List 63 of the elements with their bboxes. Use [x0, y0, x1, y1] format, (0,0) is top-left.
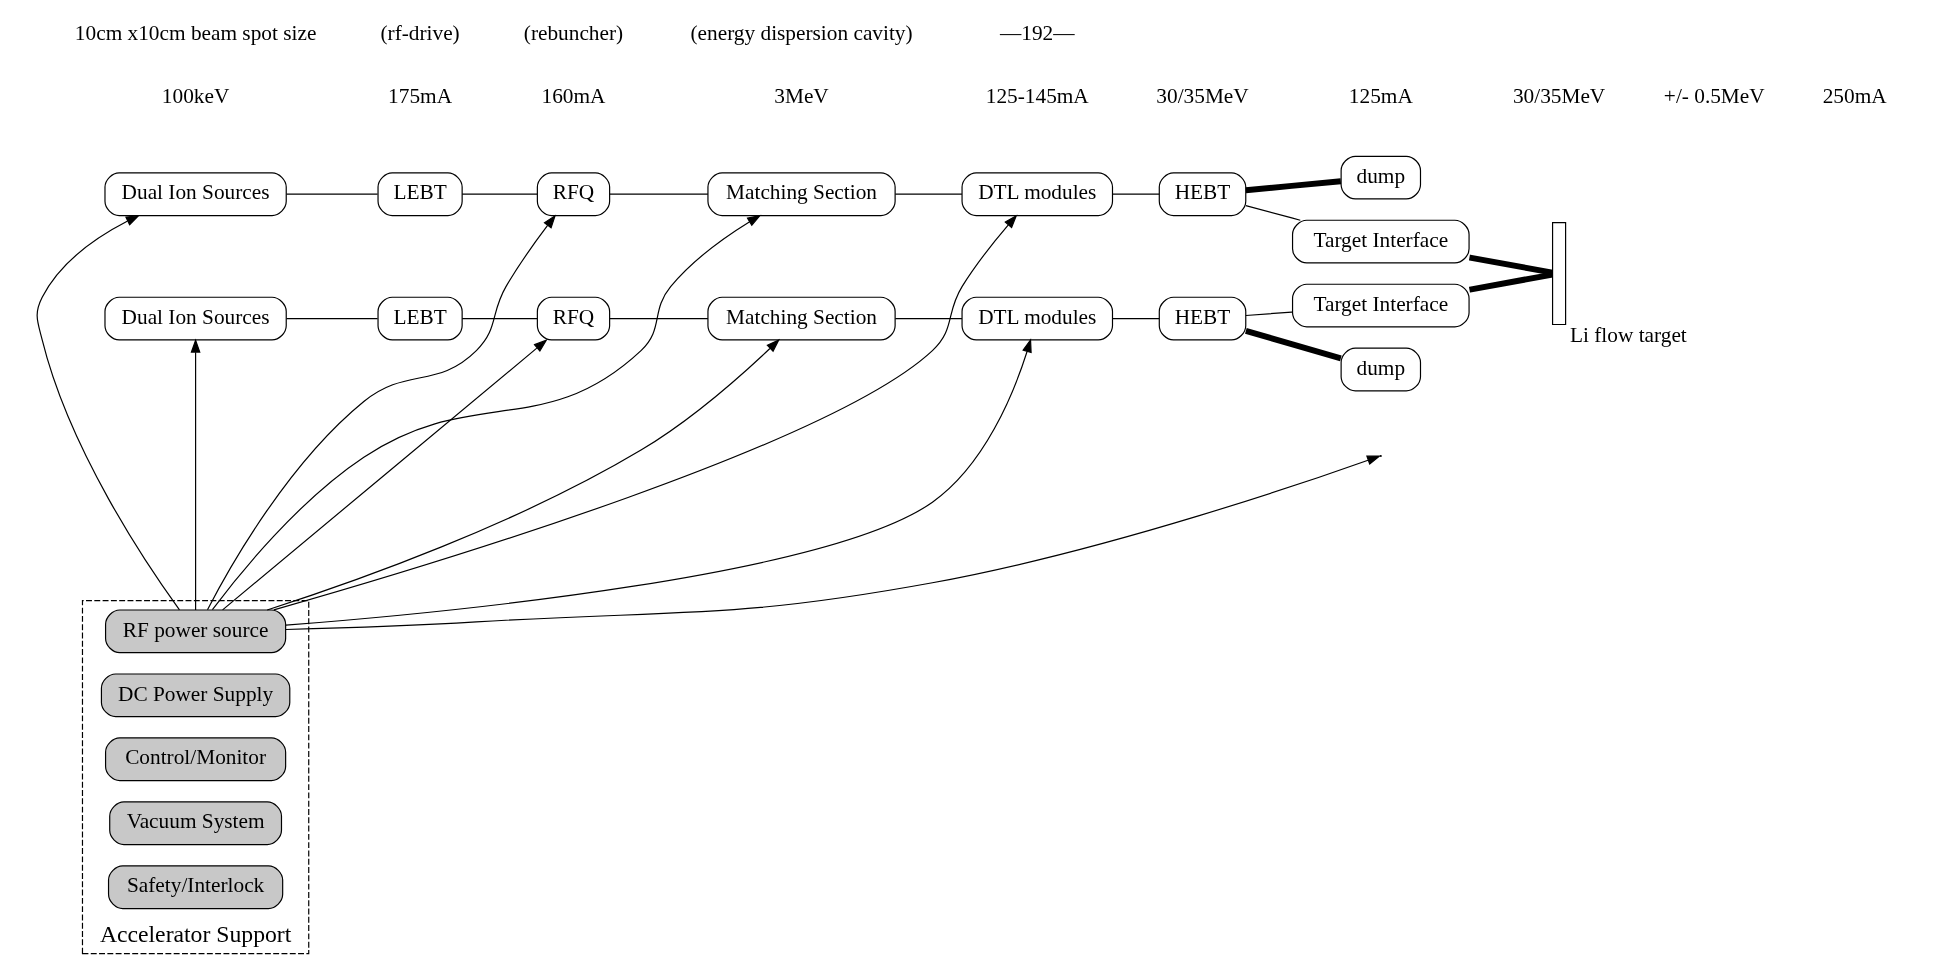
connector — [1245, 205, 1301, 221]
arrow — [266, 338, 781, 611]
connector — [1245, 311, 1293, 317]
label: 125-145mA — [985, 84, 1089, 109]
node-box: Control/Monitor — [105, 737, 287, 782]
connector — [1468, 254, 1553, 276]
label: 10cm x10cm beam spot size — [74, 20, 317, 45]
label: 160mA — [541, 84, 606, 109]
arrow — [36, 214, 181, 611]
connector — [609, 193, 709, 195]
node-box: RF power source — [105, 609, 287, 654]
node-box: DTL modules — [961, 296, 1114, 341]
connector — [609, 318, 709, 320]
node-box: dump — [1340, 155, 1422, 200]
connector — [461, 318, 538, 320]
node-box: Safety/Interlock — [107, 865, 284, 910]
label: (rebuncher) — [523, 20, 624, 45]
label: 175mA — [388, 84, 453, 109]
label: 30/35MeV — [1512, 84, 1606, 109]
label: 100keV — [161, 84, 230, 109]
arrow — [285, 338, 1032, 626]
arrow — [206, 214, 557, 611]
node-box: dump — [1340, 347, 1422, 392]
arrow — [190, 338, 201, 611]
node-box: HEBT — [1158, 172, 1247, 217]
node-box: Vacuum System — [109, 801, 283, 846]
node-box: DTL modules — [961, 172, 1114, 217]
connector — [285, 193, 379, 195]
node-box: Target Interface — [1291, 219, 1470, 264]
connector — [1468, 271, 1553, 293]
arrow — [285, 455, 1382, 631]
label: +/- 0.5MeV — [1663, 84, 1765, 109]
label: (energy dispersion cavity) — [690, 20, 913, 45]
label: 3MeV — [774, 84, 829, 109]
node-box: HEBT — [1158, 296, 1247, 341]
connector — [285, 318, 379, 320]
label: 30/35MeV — [1156, 84, 1249, 109]
node-label: Li flow target — [1569, 322, 1687, 347]
connector — [1112, 193, 1160, 195]
connector — [1245, 327, 1342, 362]
label: (rf-drive) — [380, 20, 460, 45]
node-box: Dual Ion Sources — [104, 296, 287, 341]
node-box: LEBT — [377, 296, 463, 341]
connector — [894, 318, 963, 320]
node-bar — [1552, 222, 1567, 326]
connector — [1112, 318, 1160, 320]
node-box: Matching Section — [707, 296, 896, 341]
label: 250mA — [1822, 84, 1887, 109]
label: 125mA — [1348, 84, 1413, 109]
node-box: Target Interface — [1291, 283, 1470, 328]
node-box: Matching Section — [707, 172, 896, 217]
arrow — [273, 214, 1018, 611]
node-box: RFQ — [536, 172, 611, 217]
node-box: DC Power Supply — [100, 673, 291, 718]
arrow — [211, 214, 762, 611]
node-box: LEBT — [377, 172, 463, 217]
connector — [894, 193, 963, 195]
connector — [461, 193, 538, 195]
node-box: Dual Ion Sources — [104, 172, 287, 217]
node-box: RFQ — [536, 296, 611, 341]
arrow — [222, 339, 548, 611]
label: —192— — [999, 20, 1075, 45]
connector — [1245, 178, 1342, 194]
